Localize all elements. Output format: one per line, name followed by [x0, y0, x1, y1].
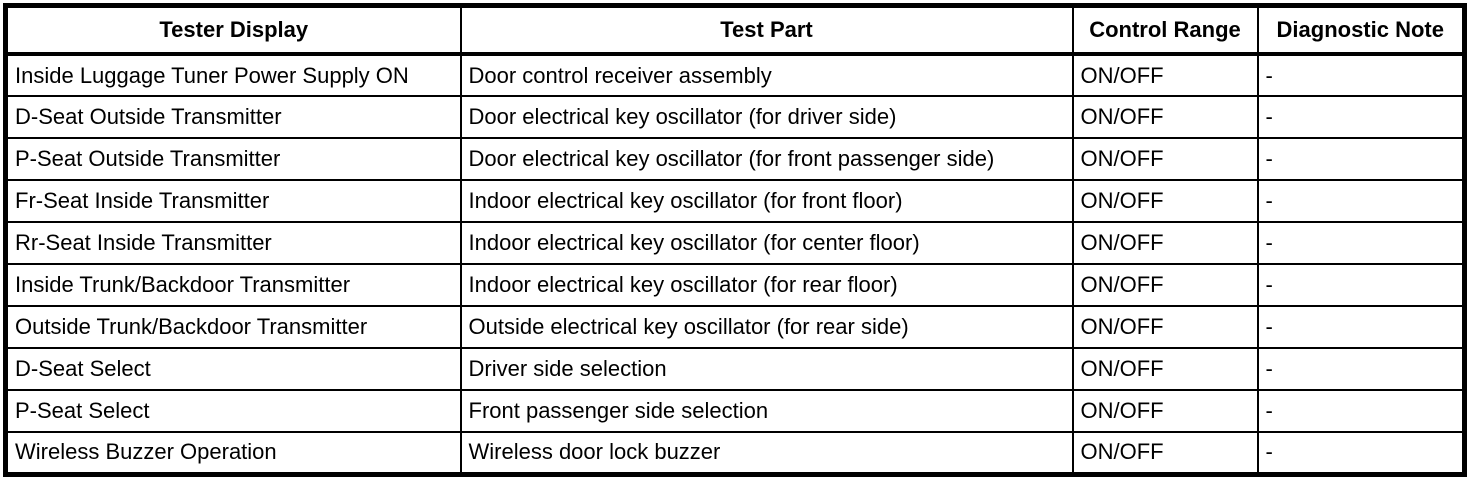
- diagnostic-note-cell: -: [1256, 53, 1466, 97]
- test-part-cell: Outside electrical key oscillator (for r…: [459, 305, 1074, 349]
- test-part-cell: Door electrical key oscillator (for driv…: [459, 95, 1074, 139]
- table-row: Outside Trunk/Backdoor Transmitter Outsi…: [4, 305, 1466, 349]
- test-part-cell: Driver side selection: [459, 347, 1074, 391]
- diagnostic-note-cell: -: [1256, 179, 1466, 223]
- test-part-cell: Door control receiver assembly: [459, 53, 1074, 97]
- tester-display-cell: Fr-Seat Inside Transmitter: [4, 179, 462, 223]
- control-range-cell: ON/OFF: [1071, 53, 1259, 97]
- header-row: Tester Display Test Part Control Range D…: [4, 4, 1466, 56]
- diagnostic-note-cell: -: [1256, 305, 1466, 349]
- table-row: D-Seat Select Driver side selection ON/O…: [4, 347, 1466, 391]
- test-part-cell: Front passenger side selection: [459, 389, 1074, 433]
- test-part-cell: Indoor electrical key oscillator (for re…: [459, 263, 1074, 307]
- tester-display-cell: P-Seat Select: [4, 389, 462, 433]
- tester-display-cell: Inside Luggage Tuner Power Supply ON: [4, 53, 462, 97]
- control-range-cell: ON/OFF: [1071, 179, 1259, 223]
- test-part-cell: Indoor electrical key oscillator (for fr…: [459, 179, 1074, 223]
- table-row: P-Seat Outside Transmitter Door electric…: [4, 137, 1466, 181]
- diagnostic-note-cell: -: [1256, 389, 1466, 433]
- control-range-cell: ON/OFF: [1071, 305, 1259, 349]
- table-row: Inside Luggage Tuner Power Supply ON Doo…: [4, 53, 1466, 97]
- control-range-cell: ON/OFF: [1071, 137, 1259, 181]
- header-diagnostic-note: Diagnostic Note: [1256, 4, 1466, 56]
- table-row: P-Seat Select Front passenger side selec…: [4, 389, 1466, 433]
- diagnostic-note-cell: -: [1256, 263, 1466, 307]
- control-range-cell: ON/OFF: [1071, 263, 1259, 307]
- header-control-range: Control Range: [1071, 4, 1259, 56]
- diagnostic-note-cell: -: [1256, 221, 1466, 265]
- tester-display-cell: Wireless Buzzer Operation: [4, 431, 462, 475]
- control-range-cell: ON/OFF: [1071, 431, 1259, 475]
- diagnostic-note-cell: -: [1256, 137, 1466, 181]
- table-row: Fr-Seat Inside Transmitter Indoor electr…: [4, 179, 1466, 223]
- diagnostic-test-table: Tester Display Test Part Control Range D…: [3, 3, 1467, 477]
- table-row: Rr-Seat Inside Transmitter Indoor electr…: [4, 221, 1466, 265]
- tester-display-cell: P-Seat Outside Transmitter: [4, 137, 462, 181]
- diagnostic-note-cell: -: [1256, 95, 1466, 139]
- control-range-cell: ON/OFF: [1071, 347, 1259, 391]
- tester-display-cell: Rr-Seat Inside Transmitter: [4, 221, 462, 265]
- diagnostic-note-cell: -: [1256, 347, 1466, 391]
- tester-display-cell: D-Seat Outside Transmitter: [4, 95, 462, 139]
- tester-display-cell: Outside Trunk/Backdoor Transmitter: [4, 305, 462, 349]
- tester-display-cell: Inside Trunk/Backdoor Transmitter: [4, 263, 462, 307]
- test-part-cell: Door electrical key oscillator (for fron…: [459, 137, 1074, 181]
- test-part-cell: Indoor electrical key oscillator (for ce…: [459, 221, 1074, 265]
- header-tester-display: Tester Display: [4, 4, 462, 56]
- table-row: Wireless Buzzer Operation Wireless door …: [4, 431, 1466, 475]
- tester-display-cell: D-Seat Select: [4, 347, 462, 391]
- diagnostic-note-cell: -: [1256, 431, 1466, 475]
- control-range-cell: ON/OFF: [1071, 389, 1259, 433]
- header-test-part: Test Part: [459, 4, 1074, 56]
- table-row: D-Seat Outside Transmitter Door electric…: [4, 95, 1466, 139]
- table-row: Inside Trunk/Backdoor Transmitter Indoor…: [4, 263, 1466, 307]
- control-range-cell: ON/OFF: [1071, 95, 1259, 139]
- control-range-cell: ON/OFF: [1071, 221, 1259, 265]
- test-part-cell: Wireless door lock buzzer: [459, 431, 1074, 475]
